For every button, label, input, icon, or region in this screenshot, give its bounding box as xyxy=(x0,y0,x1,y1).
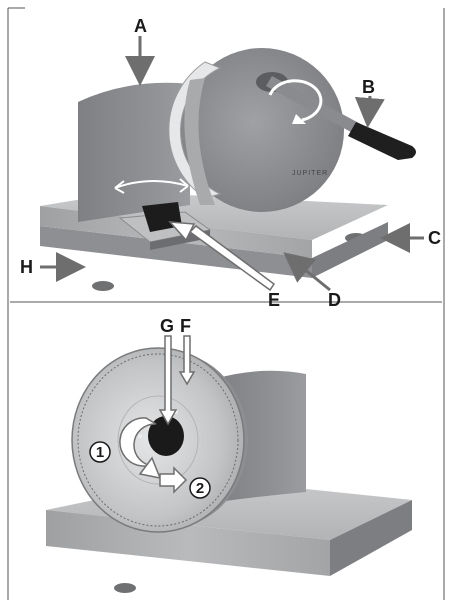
blade-rivet xyxy=(138,434,142,438)
crank-grip[interactable] xyxy=(348,122,416,160)
center-screw[interactable] xyxy=(148,416,184,456)
pointer-e xyxy=(188,225,276,292)
top-slicer: JUPITER xyxy=(40,48,416,291)
pull-arrow-icon xyxy=(159,466,188,494)
label-f: F xyxy=(180,316,191,336)
label-e: E xyxy=(268,290,280,310)
pointer-g xyxy=(158,335,178,426)
label-b: B xyxy=(362,77,375,97)
blade-serration xyxy=(77,353,239,527)
arrow-head-icon xyxy=(138,456,162,480)
crank-arm xyxy=(266,76,368,138)
label-h: H xyxy=(20,257,33,277)
arrow-tip-right-icon xyxy=(179,178,189,193)
bottom-slicer xyxy=(46,347,412,593)
arrow-tip-left-icon xyxy=(114,180,125,194)
back-plate xyxy=(78,82,190,222)
motor-housing xyxy=(180,48,344,212)
double-arrow-icon xyxy=(114,179,189,189)
label-a: A xyxy=(134,16,147,36)
curved-arrow-icon xyxy=(268,79,323,122)
base-side-face xyxy=(312,222,388,278)
step-badge-2 xyxy=(189,477,211,499)
label-d: D xyxy=(328,290,341,310)
foot-front-left xyxy=(92,281,114,291)
step-number-1: 1 xyxy=(96,444,104,461)
arrow-head-icon xyxy=(292,114,306,124)
blade-inner-ring xyxy=(117,395,199,485)
step-badge-1 xyxy=(89,441,111,463)
label-c: C xyxy=(428,228,441,248)
foot-front-left xyxy=(114,583,136,593)
pointer-f xyxy=(178,335,196,386)
base-front-face xyxy=(46,510,330,576)
blade-guard xyxy=(184,78,215,205)
brand-mark: JUPITER xyxy=(292,170,328,177)
pointer-d xyxy=(283,252,331,292)
pointer-b xyxy=(354,95,385,128)
pointer-e-head xyxy=(168,221,196,242)
label-g: G xyxy=(160,316,174,336)
base-side-face xyxy=(330,500,412,576)
step-number-2: 2 xyxy=(196,480,204,497)
